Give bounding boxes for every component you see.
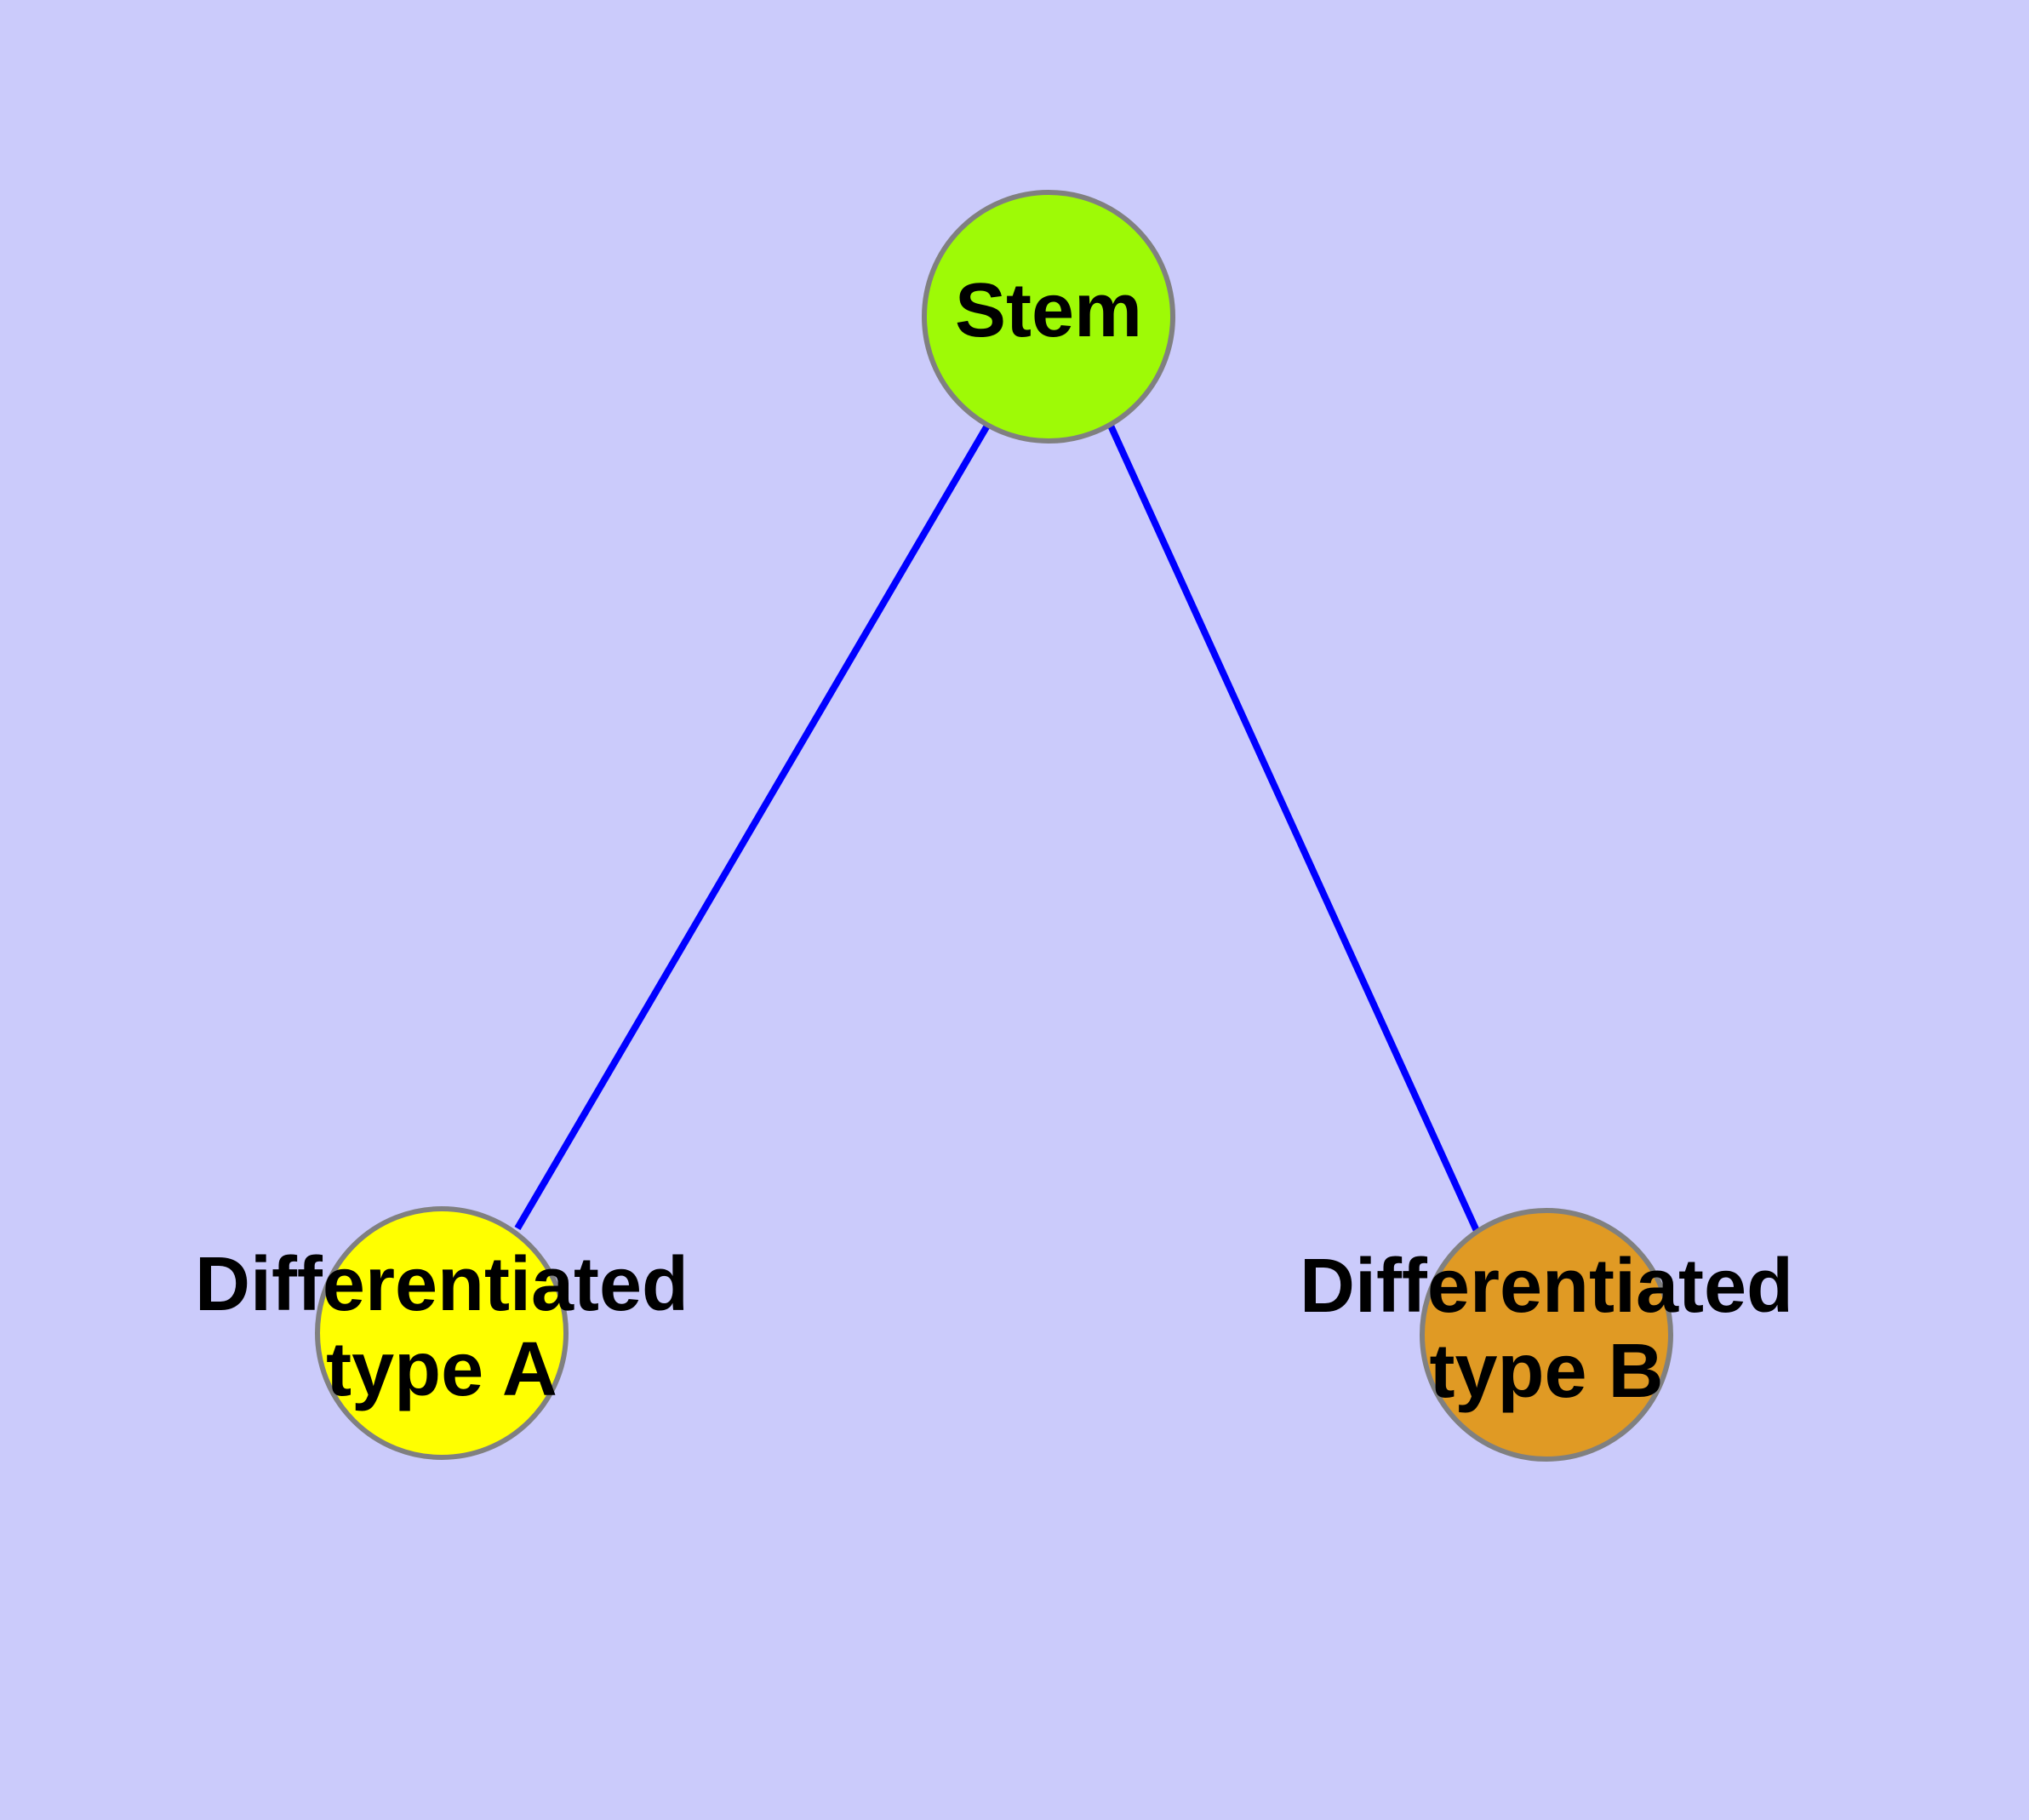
nodes-group xyxy=(315,190,1673,1462)
node-circle-differentiated-type-b[interactable] xyxy=(1420,1208,1673,1462)
node-differentiated-type-a[interactable] xyxy=(315,1206,569,1460)
node-differentiated-type-b[interactable] xyxy=(1420,1208,1673,1462)
node-label-stem: Stem xyxy=(955,268,1142,353)
node-label-differentiated-type-a-line-1: Differentiated xyxy=(195,1242,689,1327)
node-label-differentiated-type-b-line-1: Differentiated xyxy=(1300,1244,1793,1329)
node-circle-differentiated-type-a[interactable] xyxy=(315,1206,569,1460)
edge-stem-to-differentiated-type-a[interactable] xyxy=(514,423,991,1231)
node-labels-group: Stem Differentiated type A Differentiate… xyxy=(195,268,1793,1414)
node-label-differentiated-type-a-line-2: type A xyxy=(326,1327,557,1412)
node-stem[interactable] xyxy=(922,190,1175,444)
edges-group xyxy=(514,423,1480,1233)
edge-stem-to-differentiated-type-b[interactable] xyxy=(1107,424,1480,1233)
node-label-differentiated-type-b-line-2: type B xyxy=(1429,1329,1663,1414)
node-circle-stem[interactable] xyxy=(922,190,1175,444)
